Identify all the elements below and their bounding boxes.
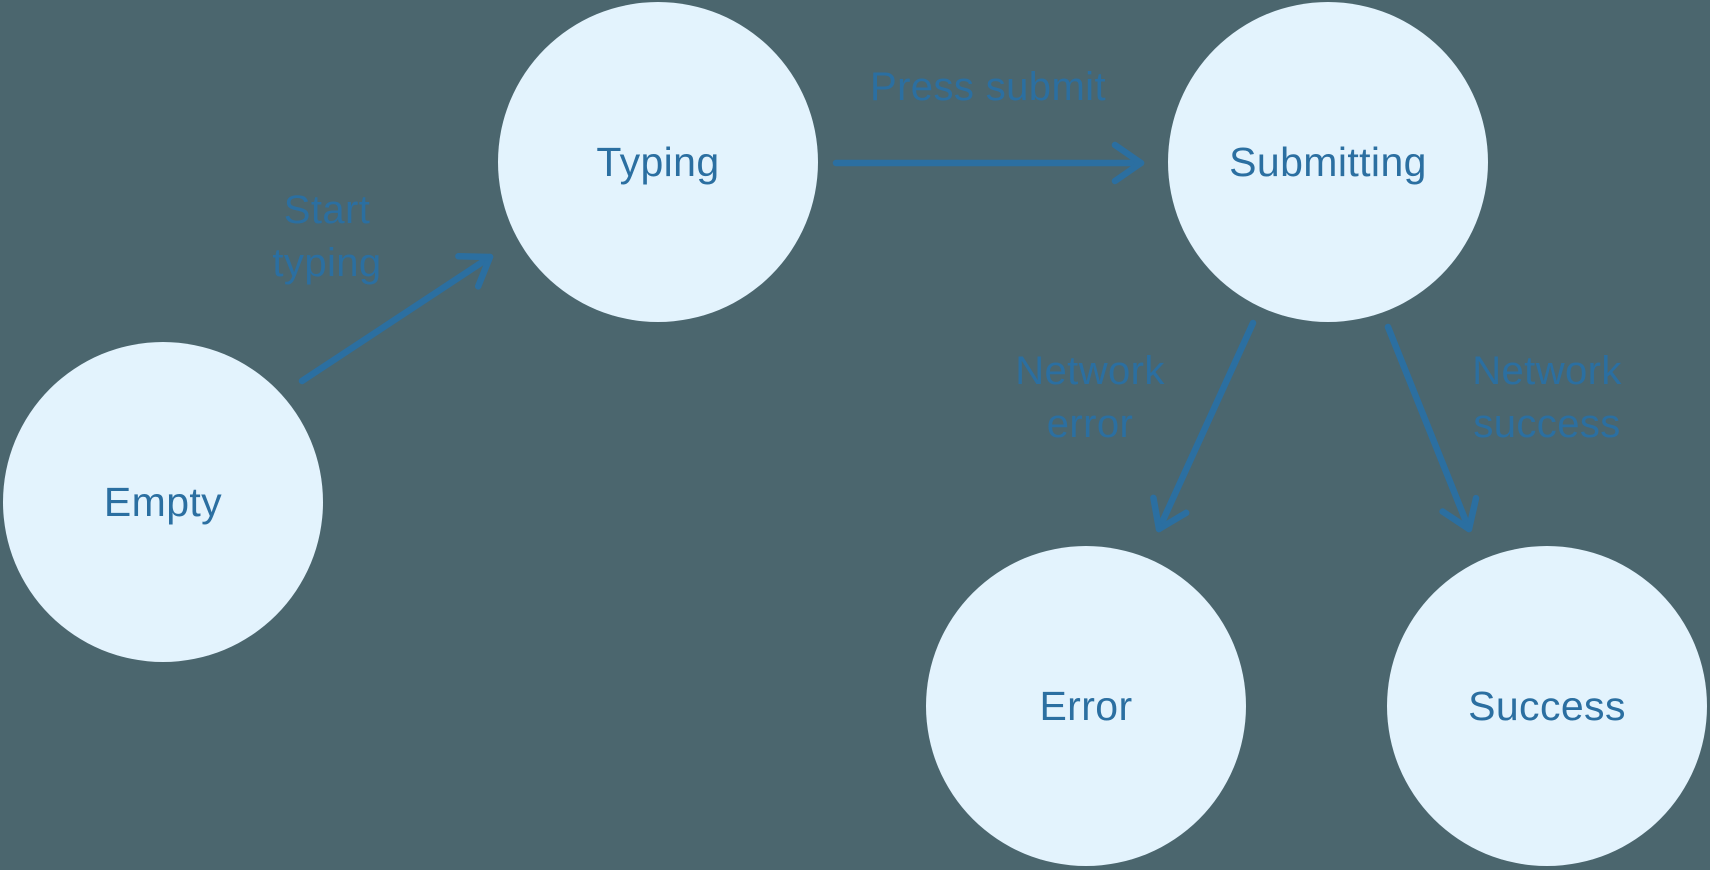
edge-label-press-submit-line1: Press submit — [870, 65, 1106, 109]
edge-label-network-success: Network success — [1397, 345, 1697, 451]
node-typing-label: Typing — [596, 138, 720, 185]
edge-label-network-error-line1: Network — [1015, 349, 1165, 393]
edge-label-network-error-line2: error — [1046, 402, 1134, 446]
node-empty-label: Empty — [103, 478, 223, 525]
node-submitting-label: Submitting — [1229, 138, 1427, 185]
edge-label-network-success-line2: success — [1473, 402, 1621, 446]
edge-label-network-error: Network error — [940, 345, 1240, 451]
node-success: Success — [1387, 546, 1707, 866]
edge-label-start-typing-line2: typing — [272, 241, 382, 285]
edge-label-network-success-line1: Network — [1472, 349, 1622, 393]
node-error-label: Error — [1039, 682, 1133, 729]
edge-label-press-submit: Press submit — [838, 61, 1138, 114]
node-error: Error — [926, 546, 1246, 866]
node-typing: Typing — [498, 2, 818, 322]
node-submitting: Submitting — [1168, 2, 1488, 322]
node-success-label: Success — [1468, 682, 1626, 729]
edge-label-start-typing-line1: Start — [283, 188, 371, 232]
edge-label-start-typing: Start typing — [177, 184, 477, 290]
node-empty: Empty — [3, 342, 323, 662]
